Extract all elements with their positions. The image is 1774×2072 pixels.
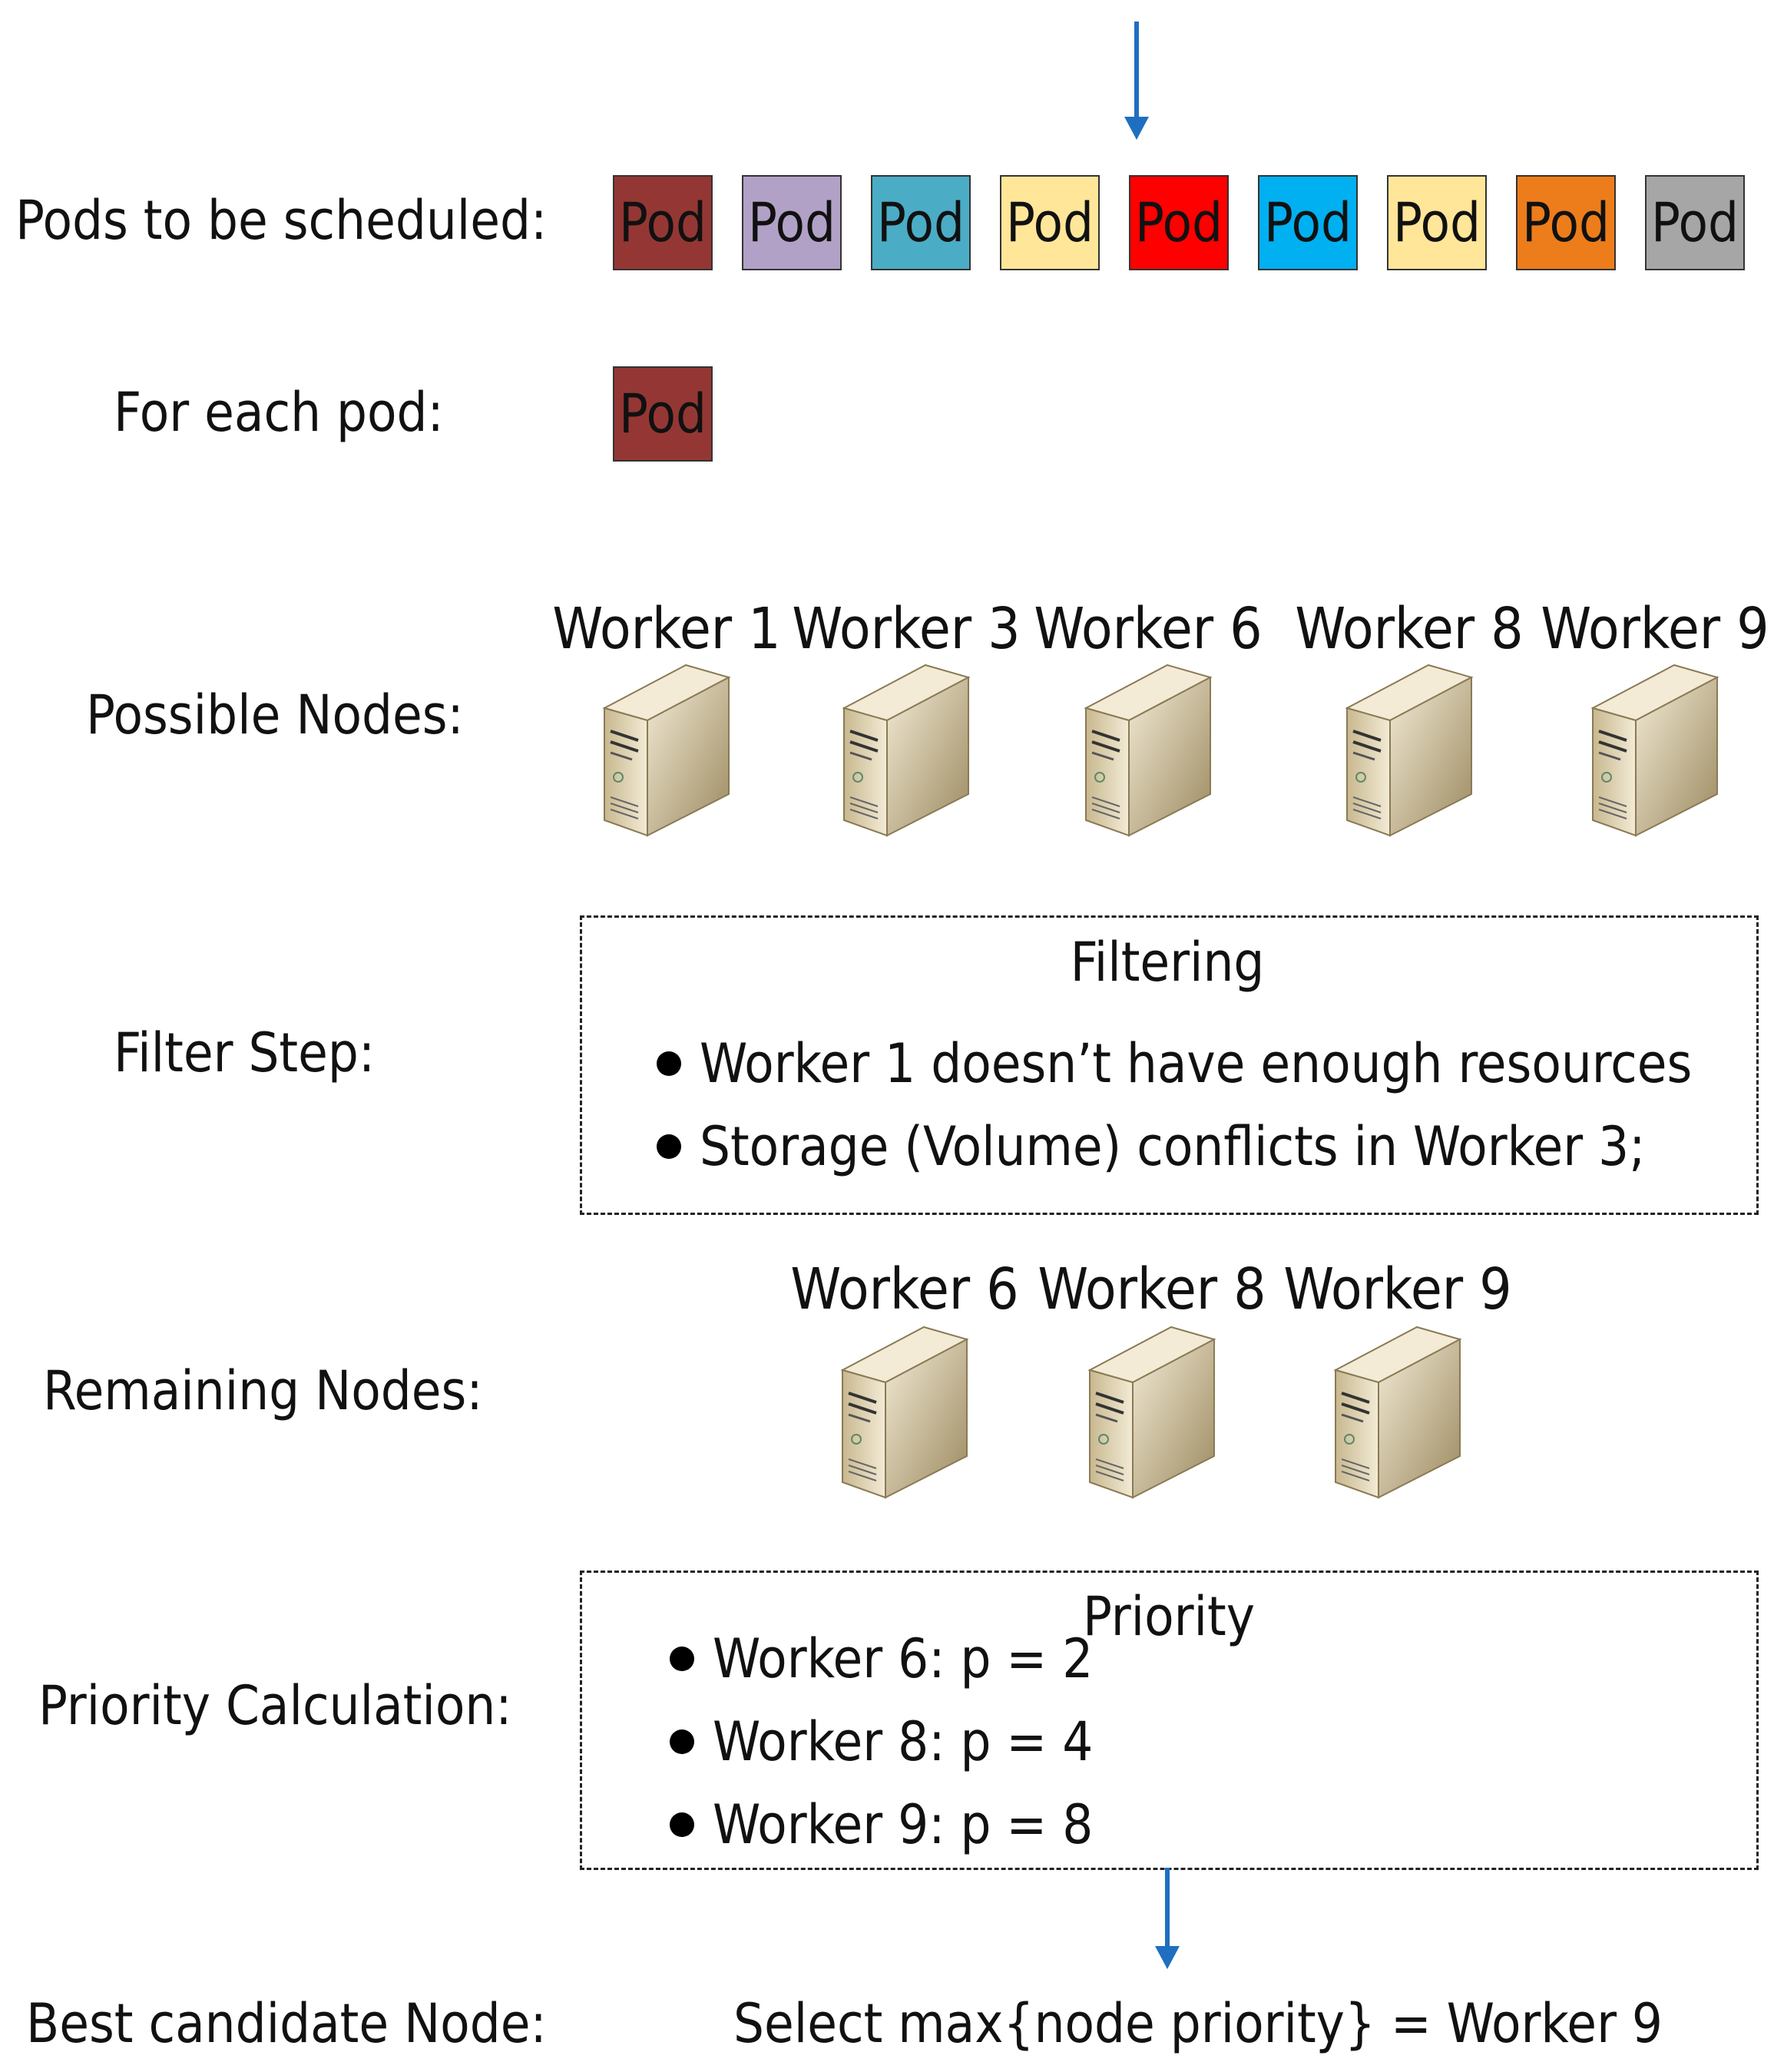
pod-item: Pod (1387, 175, 1487, 270)
filtering-item-text: Storage (Volume) conflicts in Worker 3; (700, 1115, 1646, 1178)
pod-item: Pod (871, 175, 971, 270)
result-arrow-icon (1155, 1868, 1180, 1969)
top-arrow-icon (1124, 22, 1149, 140)
worker-name: Worker 6 (790, 1256, 1019, 1322)
worker-name: Worker 1 (552, 596, 781, 662)
pod-label: Pod (1264, 191, 1352, 254)
pod-item: Pod (1000, 175, 1100, 270)
pod-label: Pod (1393, 191, 1481, 254)
worker-name: Worker 9 (1283, 1256, 1512, 1322)
priority-item-text: Worker 8: p = 4 (713, 1710, 1094, 1773)
filtering-box (580, 915, 1759, 1215)
label-priority-calculation: Priority Calculation: (38, 1674, 512, 1737)
priority-item: Worker 6: p = 2 (670, 1632, 1093, 1686)
filtering-title: Filtering (1070, 931, 1265, 994)
server-icon (841, 662, 971, 839)
result-text: Select max{node priority} = Worker 9 (733, 1992, 1663, 2055)
pod-item: Pod (1129, 175, 1229, 270)
label-for-each-pod: For each pod: (114, 381, 444, 444)
pod-item: Pod (1258, 175, 1358, 270)
bullet-icon (657, 1134, 681, 1159)
bullet-icon (657, 1051, 681, 1076)
pod-label: Pod (1135, 191, 1223, 254)
pod-label: Pod (877, 191, 965, 254)
worker-name: Worker 3 (792, 596, 1021, 662)
server-icon (601, 662, 732, 839)
filtering-item: Worker 1 doesn’t have enough resources (657, 1037, 1692, 1091)
worker-name: Worker 8 (1295, 596, 1524, 662)
label-best-candidate: Best candidate Node: (26, 1992, 547, 2055)
bullet-icon (670, 1729, 694, 1754)
bullet-icon (670, 1647, 694, 1671)
filtering-item-text: Worker 1 doesn’t have enough resources (700, 1032, 1693, 1095)
priority-item-text: Worker 9: p = 8 (713, 1793, 1094, 1856)
label-possible-nodes: Possible Nodes: (86, 683, 464, 746)
current-pod: Pod (613, 366, 713, 462)
filtering-item: Storage (Volume) conflicts in Worker 3; (657, 1120, 1645, 1173)
server-icon (1344, 662, 1474, 839)
label-remaining-nodes: Remaining Nodes: (43, 1359, 483, 1422)
pod-label: Pod (1522, 191, 1610, 254)
priority-item: Worker 8: p = 4 (670, 1715, 1093, 1769)
priority-title: Priority (1083, 1585, 1255, 1648)
worker-name: Worker 8 (1038, 1256, 1266, 1322)
server-icon (1087, 1324, 1217, 1501)
label-pods-to-schedule: Pods to be scheduled: (15, 189, 548, 252)
current-pod-label: Pod (619, 382, 707, 445)
label-filter-step: Filter Step: (114, 1021, 376, 1084)
server-icon (1590, 662, 1720, 839)
pod-item: Pod (742, 175, 842, 270)
pod-item: Pod (613, 175, 713, 270)
priority-item-text: Worker 6: p = 2 (713, 1627, 1094, 1690)
server-icon (839, 1324, 970, 1501)
pod-label: Pod (619, 191, 707, 254)
priority-item: Worker 9: p = 8 (670, 1798, 1093, 1852)
pod-item: Pod (1516, 175, 1616, 270)
worker-name: Worker 9 (1541, 596, 1769, 662)
server-icon (1332, 1324, 1463, 1501)
pod-item: Pod (1645, 175, 1745, 270)
pod-label: Pod (1006, 191, 1094, 254)
pod-label: Pod (1651, 191, 1739, 254)
pod-label: Pod (748, 191, 836, 254)
server-icon (1083, 662, 1213, 839)
worker-name: Worker 6 (1034, 596, 1263, 662)
bullet-icon (670, 1812, 694, 1837)
